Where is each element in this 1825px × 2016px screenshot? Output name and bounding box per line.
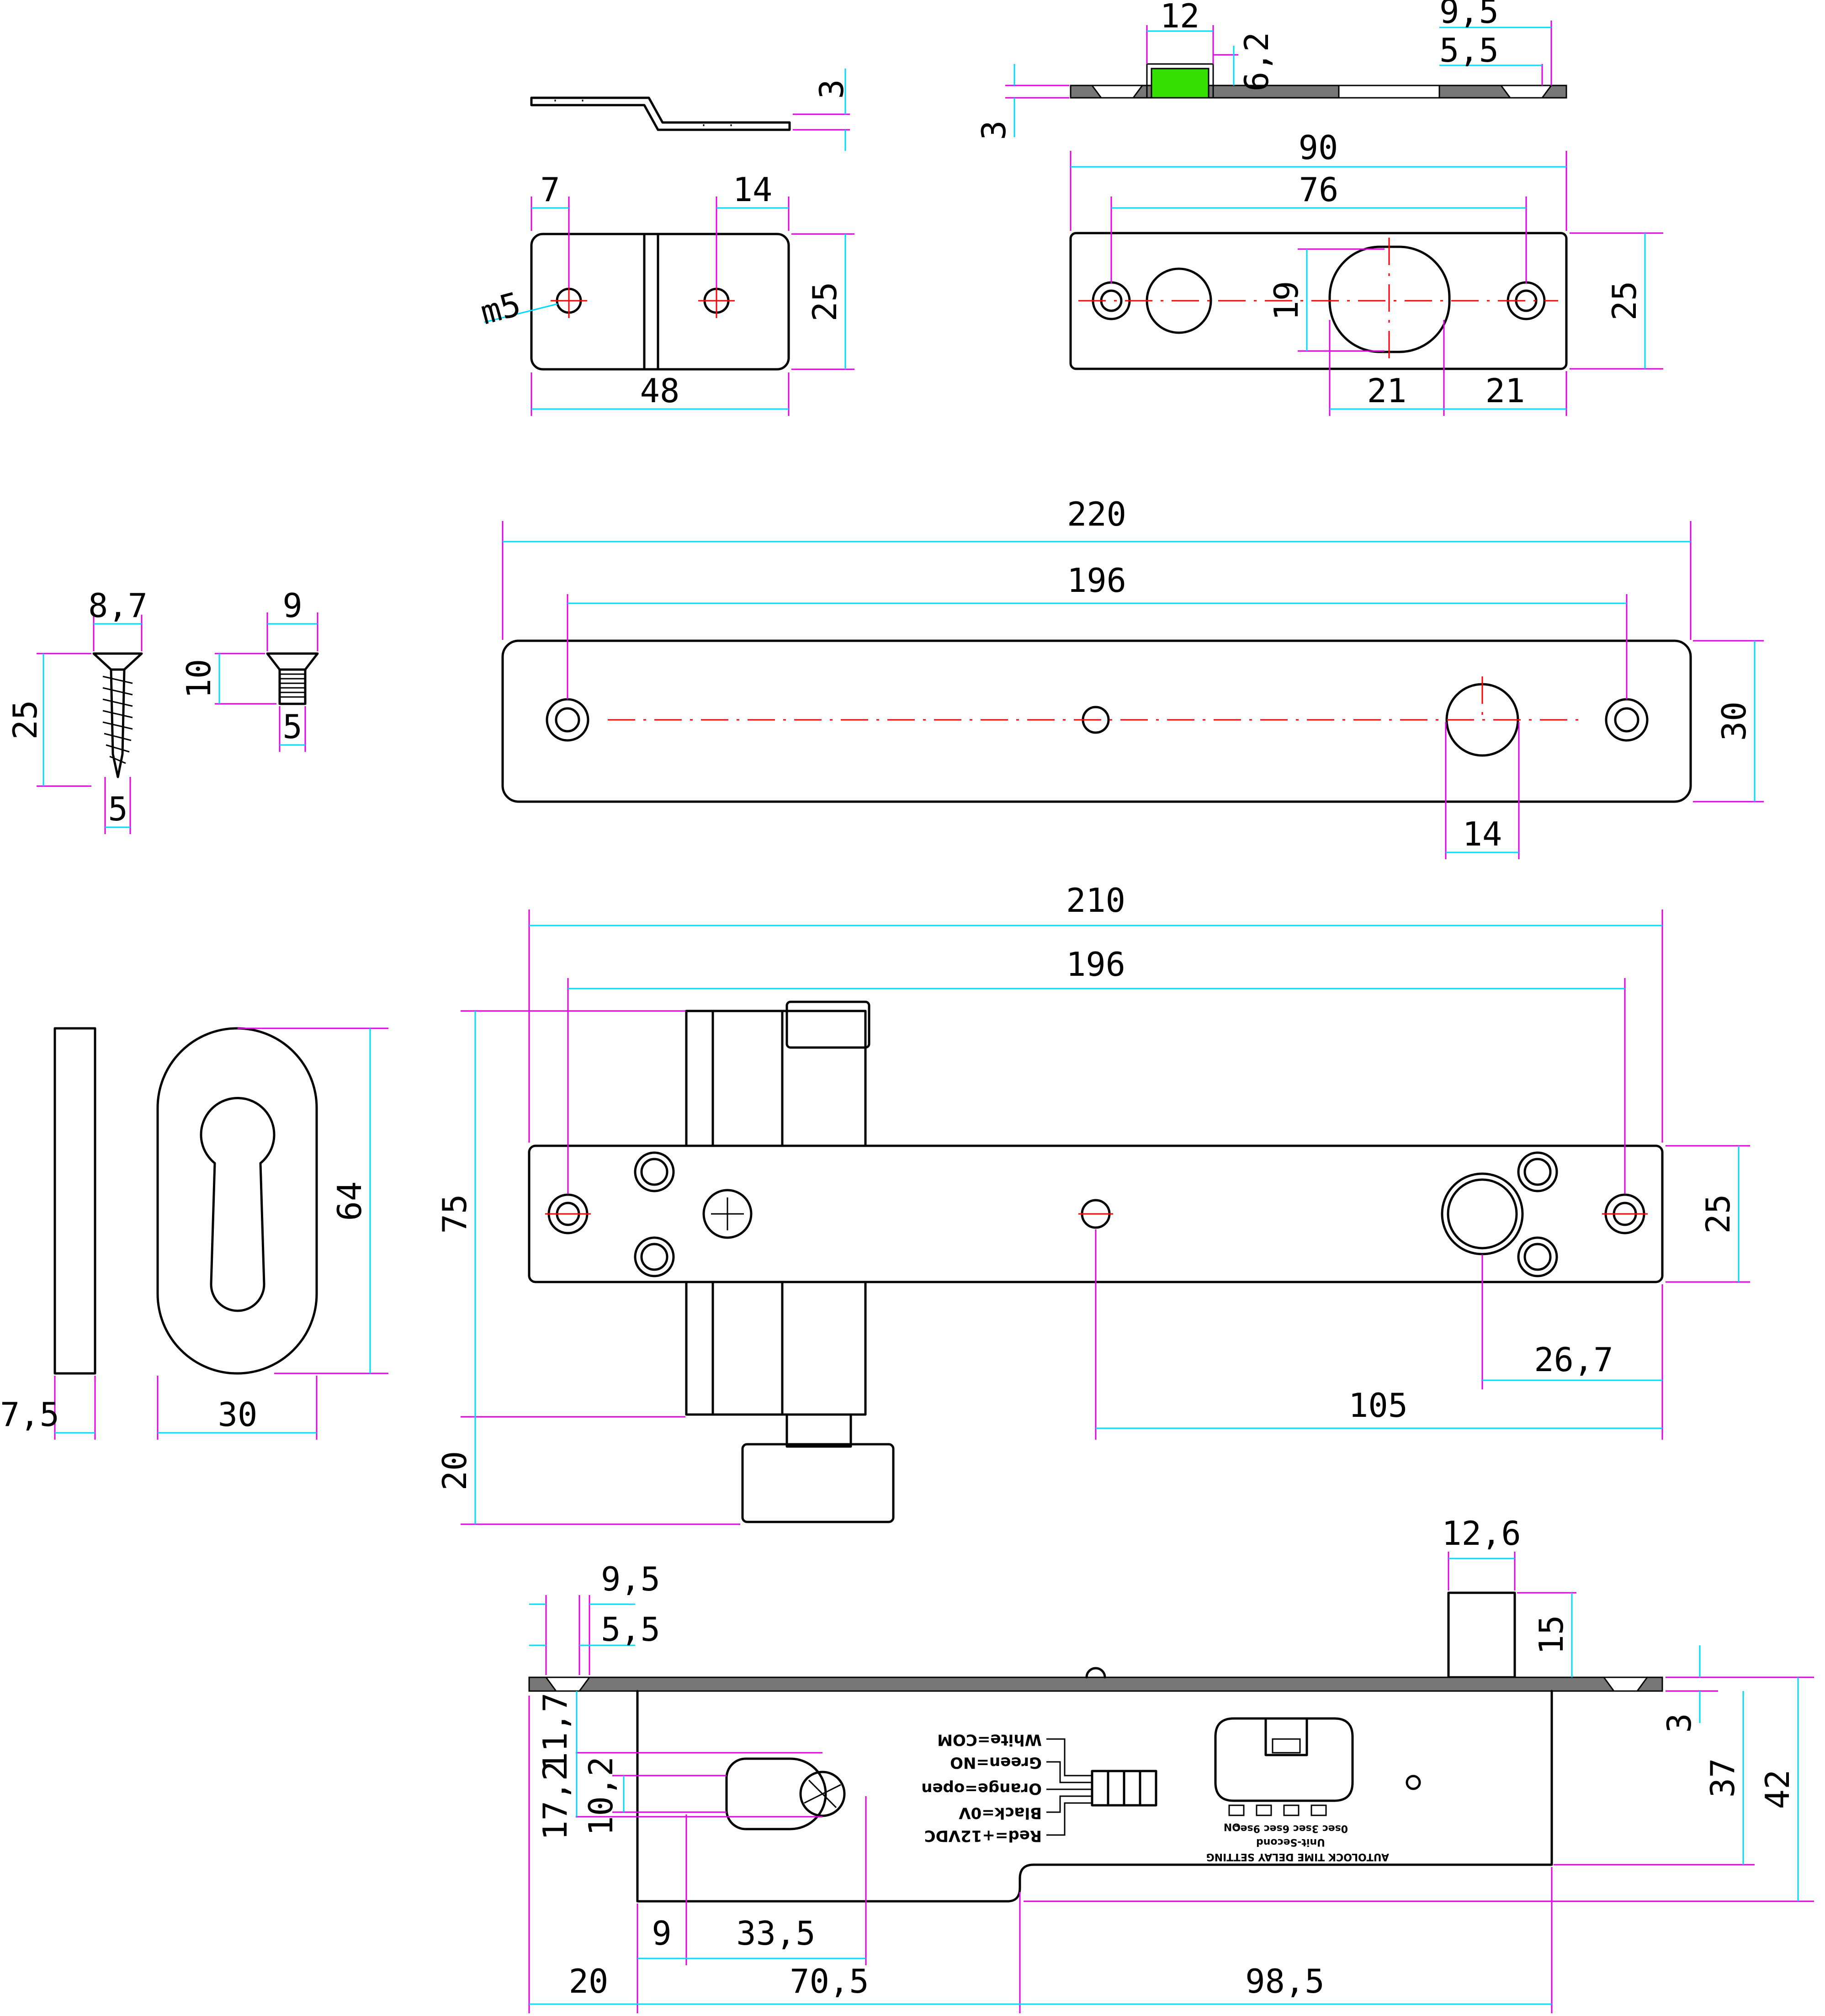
wire-green: Green=NO <box>950 1754 1042 1772</box>
dim-bot-37: 37 <box>1703 1758 1742 1798</box>
dim-cover-14: 14 <box>1463 815 1502 853</box>
machine-screw: 9 10 5 <box>180 586 319 752</box>
dim-esc-thickness: 7,5 <box>0 1395 59 1434</box>
delay-unit: Unit-Second <box>1256 1836 1325 1848</box>
dim-plate-19: 19 <box>1267 281 1305 321</box>
wire-orange: Orange=open <box>921 1780 1042 1798</box>
dim-body-105: 105 <box>1348 1386 1408 1425</box>
dim-plate-90: 90 <box>1299 128 1338 167</box>
dim-bot-17-2: 17,2 <box>536 1761 574 1840</box>
strike-plate-view: 7 14 m5 25 48 <box>477 170 854 416</box>
dip-on-label: ON <box>1224 1821 1241 1832</box>
dim-cover-196: 196 <box>1067 561 1126 600</box>
dim-bot-12-6: 12,6 <box>1442 1514 1521 1553</box>
label-m5: m5 <box>477 285 525 332</box>
cover-plate-view: 220 196 30 14 <box>501 495 1764 859</box>
dim-strike-7: 7 <box>540 170 560 209</box>
lock-body-front-view: 210 196 75 20 25 26,7 105 <box>435 881 1750 1525</box>
dim-plate-21b: 21 <box>1485 372 1525 410</box>
dim-screw1-tip: 5 <box>108 790 127 828</box>
dim-bot-15: 15 <box>1532 1615 1570 1655</box>
faceplate-side-view: 12 6,2 9,5 5,5 3 <box>975 0 1567 140</box>
wire-white: White=COM <box>937 1731 1042 1749</box>
dim-bot-11-7: 11,7 <box>536 1692 574 1771</box>
dim-bot-10-2: 10,2 <box>582 1756 620 1835</box>
dim-body-26-7: 26,7 <box>1534 1340 1613 1379</box>
lock-body-section-view: White=COM Green=NO Orange=open Black=0V … <box>528 1514 1814 2013</box>
dim-esc-height: 64 <box>330 1181 369 1221</box>
dim-strike-25: 25 <box>806 282 844 322</box>
escutcheon-view: 7,5 30 64 <box>0 1027 388 1440</box>
wiring-legend: White=COM Green=NO Orange=open Black=0V … <box>921 1731 1042 1845</box>
dim-bot-98-5: 98,5 <box>1245 1962 1324 2000</box>
dim-bot-9: 9 <box>652 1914 671 1952</box>
strike-side-view: 3 <box>530 69 851 151</box>
faceplate-front-view: 90 76 19 25 21 21 <box>1069 128 1663 416</box>
dim-esc-width: 30 <box>218 1395 258 1434</box>
wire-black: Black=0V <box>959 1804 1042 1822</box>
dim-bot-70-5: 70,5 <box>790 1962 869 2000</box>
dim-screw2-tip: 5 <box>282 707 302 746</box>
dim-bot-42: 42 <box>1758 1770 1797 1809</box>
wood-screw: 8,7 25 5 <box>6 586 148 834</box>
dim-plate-76: 76 <box>1299 170 1339 209</box>
dim-bot-3: 3 <box>1660 1713 1698 1733</box>
dim-body-25: 25 <box>1699 1194 1737 1234</box>
dim-screw2-width: 9 <box>282 586 302 625</box>
dim-side-12: 12 <box>1160 0 1200 35</box>
dim-body-196: 196 <box>1066 945 1125 984</box>
dim-screw1-length: 25 <box>6 700 44 740</box>
dim-screw1-width: 8,7 <box>88 586 148 625</box>
delay-values: 0sec 3sec 6sec 9sec <box>1235 1823 1348 1834</box>
dim-bot-9-5: 9,5 <box>601 1560 660 1598</box>
dim-body-75: 75 <box>435 1194 474 1234</box>
dim-body-210: 210 <box>1066 881 1125 920</box>
dim-side-3: 3 <box>975 120 1013 140</box>
dim-bot-20: 20 <box>569 1962 609 2000</box>
dim-body-20: 20 <box>435 1451 474 1491</box>
dim-cover-220: 220 <box>1067 495 1126 533</box>
dim-strike-48: 48 <box>640 372 680 410</box>
dim-plate-25: 25 <box>1605 281 1644 321</box>
dim-strike-14: 14 <box>733 170 773 209</box>
dip-switches: ON <box>1224 1804 1327 1832</box>
dim-screw2-length: 10 <box>180 659 218 699</box>
dim-side-5-5: 5,5 <box>1439 31 1499 69</box>
dim-side-9-5: 9,5 <box>1439 0 1499 31</box>
dim-bot-33-5: 33,5 <box>736 1914 815 1952</box>
dim-plate-21a: 21 <box>1367 372 1407 410</box>
dim-side-6-2: 6,2 <box>1237 32 1276 91</box>
dim-cover-30: 30 <box>1715 702 1753 741</box>
wire-red: Red=+12VDC <box>924 1827 1042 1845</box>
dim-bot-5-5: 5,5 <box>601 1610 660 1649</box>
dim-thickness-3: 3 <box>812 79 851 99</box>
delay-title: AUTOLOCK TIME DELAY SETTING <box>1206 1851 1389 1862</box>
